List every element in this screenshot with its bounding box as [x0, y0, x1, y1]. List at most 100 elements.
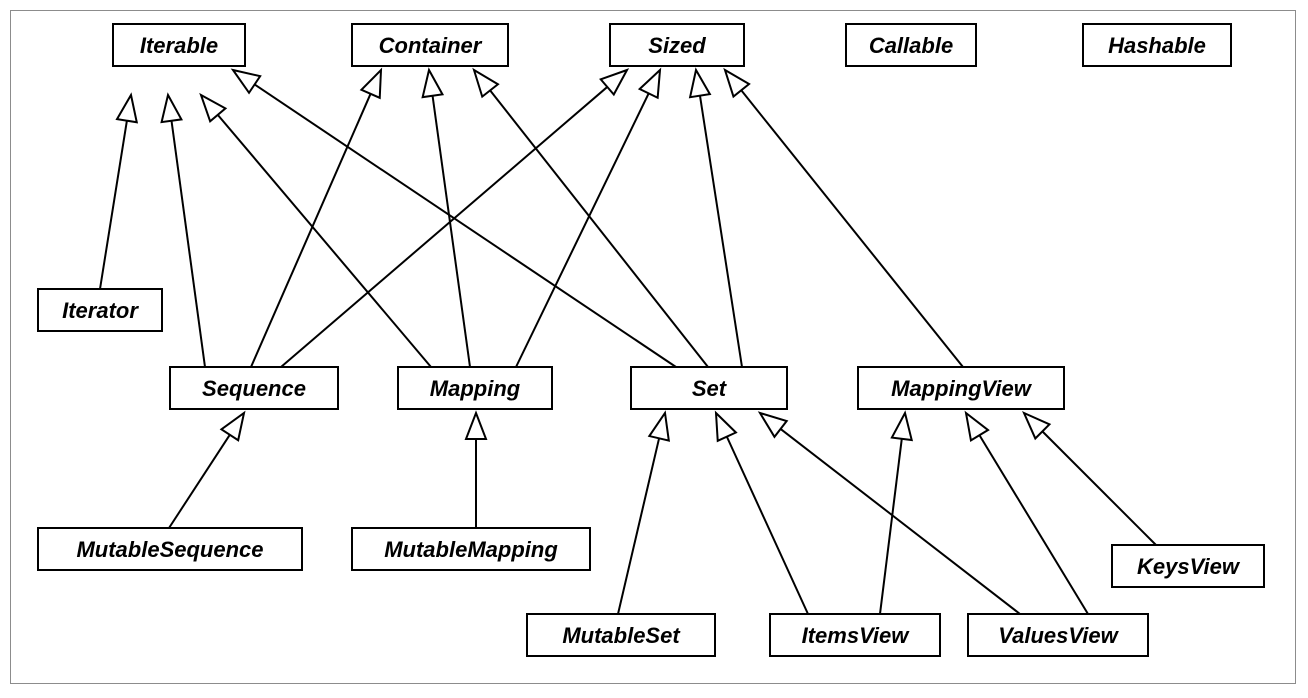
edge-set-to-sized	[688, 67, 743, 368]
node-box	[857, 366, 1065, 410]
edge-sequence-to-iterable	[160, 92, 206, 368]
node-box	[351, 527, 591, 571]
edge-valuesview-to-mappingview	[964, 410, 1089, 615]
edge-mapping-to-sized	[515, 67, 662, 368]
node-keys-view: KeysView	[1111, 544, 1265, 588]
node-box	[351, 23, 509, 67]
node-mutable-mapping: MutableMapping	[351, 527, 591, 571]
edge-mutablemapping-to-mapping	[464, 410, 488, 528]
node-mutable-set: MutableSet	[526, 613, 716, 657]
edge-line	[515, 92, 650, 368]
node-label: Iterator	[62, 298, 139, 323]
edge-line	[740, 89, 964, 368]
node-iterator: Iterator	[37, 288, 163, 332]
node-label: ItemsView	[802, 623, 911, 648]
inheritance-arrowhead	[230, 68, 262, 95]
node-box	[609, 23, 745, 67]
inheritance-arrowhead	[714, 410, 738, 443]
inheritance-arrowhead	[964, 410, 990, 443]
node-mapping-view: MappingView	[857, 366, 1065, 410]
node-box	[526, 613, 716, 657]
node-label: Container	[379, 33, 483, 58]
edge-mutablesequence-to-sequence	[168, 410, 246, 529]
inheritance-arrowhead	[464, 410, 488, 440]
edge-itemsview-to-set	[714, 410, 809, 615]
edge-line	[978, 434, 1089, 615]
inheritance-arrowhead	[637, 67, 662, 100]
edge-line	[617, 438, 661, 615]
inheritance-arrowhead	[115, 92, 139, 124]
inheritance-arrowhead	[890, 410, 914, 442]
edge-mutableset-to-set	[617, 410, 671, 615]
edge-line	[99, 120, 128, 290]
node-values-view: ValuesView	[967, 613, 1149, 657]
inheritance-arrowhead	[1022, 411, 1052, 441]
inheritance-arrowhead	[472, 67, 500, 99]
inheritance-arrowhead	[219, 410, 246, 442]
node-label: Iterable	[140, 33, 218, 58]
inheritance-arrowhead	[723, 67, 751, 99]
edge-line	[879, 438, 903, 615]
edge-sequence-to-container	[250, 67, 383, 368]
node-label: MutableSet	[562, 623, 681, 648]
node-label: Mapping	[430, 376, 521, 401]
edge-line	[779, 428, 1021, 615]
node-callable: Callable	[845, 23, 977, 67]
node-box	[397, 366, 553, 410]
node-label: Sequence	[202, 376, 306, 401]
node-box	[967, 613, 1149, 657]
node-box	[769, 613, 941, 657]
node-box	[112, 23, 246, 67]
node-label: MutableMapping	[384, 537, 558, 562]
edge-valuesview-to-set	[757, 411, 1021, 615]
edge-line	[431, 95, 471, 368]
edge-line	[170, 120, 206, 368]
node-mapping: Mapping	[397, 366, 553, 410]
edge-line	[489, 89, 709, 368]
node-label: Callable	[869, 33, 953, 58]
inheritance-arrowhead	[757, 411, 789, 439]
node-box	[169, 366, 339, 410]
edge-line	[725, 436, 809, 615]
inheritance-arrowhead	[199, 92, 228, 124]
node-sized: Sized	[609, 23, 745, 67]
inheritance-arrowhead	[421, 67, 445, 99]
node-box	[1082, 23, 1232, 67]
node-box	[1111, 544, 1265, 588]
edge-keysview-to-mappingview	[1022, 411, 1157, 546]
node-items-view: ItemsView	[769, 613, 941, 657]
edge-mapping-to-iterable	[199, 92, 432, 368]
edge-line	[217, 114, 432, 368]
node-label: KeysView	[1137, 554, 1241, 579]
node-label: MappingView	[891, 376, 1033, 401]
node-label: ValuesView	[998, 623, 1119, 648]
node-iterable: Iterable	[112, 23, 246, 67]
node-box	[37, 527, 303, 571]
inheritance-arrowhead	[160, 92, 183, 124]
node-mutable-sequence: MutableSequence	[37, 527, 303, 571]
edges-layer	[99, 67, 1157, 615]
edge-line	[254, 83, 677, 368]
edge-sequence-to-sized	[280, 68, 630, 368]
edge-line	[1041, 430, 1157, 546]
edge-line	[250, 93, 372, 368]
node-container: Container	[351, 23, 509, 67]
edge-mappingview-to-sized	[723, 67, 964, 368]
node-label: Sized	[648, 33, 706, 58]
node-box	[630, 366, 788, 410]
node-label: Set	[692, 376, 728, 401]
inheritance-arrowhead	[688, 67, 712, 99]
node-box	[845, 23, 977, 67]
edge-line	[168, 434, 231, 529]
edge-line	[280, 86, 608, 368]
node-box	[37, 288, 163, 332]
edge-itemsview-to-mappingview	[879, 410, 914, 615]
edge-set-to-iterable	[230, 68, 677, 368]
node-label: MutableSequence	[76, 537, 263, 562]
node-sequence: Sequence	[169, 366, 339, 410]
edge-mapping-to-container	[421, 67, 471, 368]
node-set: Set	[630, 366, 788, 410]
edge-iterator-to-iterable	[99, 92, 139, 290]
edge-line	[698, 95, 743, 368]
